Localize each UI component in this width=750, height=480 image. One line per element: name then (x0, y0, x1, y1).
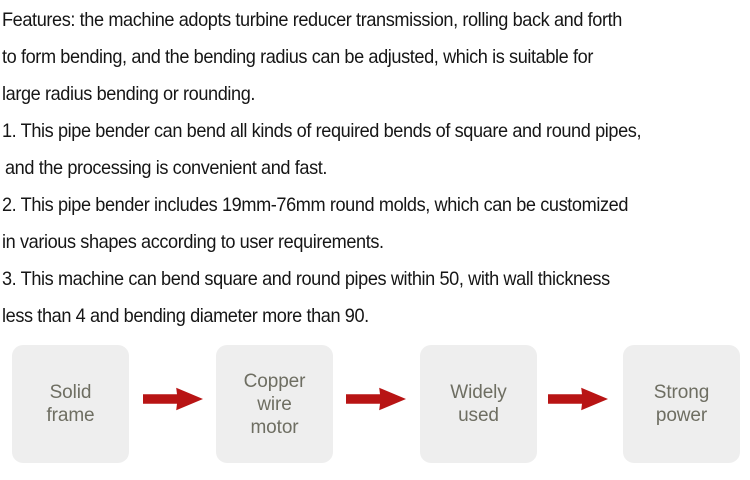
feature-flow-diagram: Solid frame Copper wire motor Widely use… (0, 330, 750, 480)
flow-box-strong-power: Strong power (623, 345, 740, 463)
flow-box-solid-frame: Solid frame (12, 345, 129, 463)
arrow-right-icon (142, 387, 204, 411)
flow-box-label: Copper wire motor (243, 370, 306, 438)
flow-box-label: Widely used (450, 382, 507, 426)
description-line-2: to form bending, and the bending radius … (2, 47, 593, 68)
arrow-right-icon (547, 387, 609, 411)
description-line-1: Features: the machine adopts turbine red… (2, 10, 622, 31)
flow-box-label: Solid frame (46, 382, 95, 426)
description-line-9: less than 4 and bending diameter more th… (2, 306, 369, 327)
product-description-block: Features: the machine adopts turbine red… (2, 10, 642, 327)
description-line-7: in various shapes according to user requ… (2, 232, 384, 253)
description-line-8: 3. This machine can bend square and roun… (2, 269, 610, 290)
flow-box-widely-used: Widely used (420, 345, 537, 463)
flow-box-label: Strong power (653, 382, 710, 426)
arrow-right-icon (345, 387, 407, 411)
flow-box-copper-wire-motor: Copper wire motor (216, 345, 333, 463)
description-line-4: 1. This pipe bender can bend all kinds o… (2, 121, 642, 142)
description-line-6: 2. This pipe bender includes 19mm-76mm r… (2, 195, 629, 216)
description-line-3: large radius bending or rounding. (2, 84, 256, 105)
description-line-5: and the processing is convenient and fas… (5, 158, 328, 179)
